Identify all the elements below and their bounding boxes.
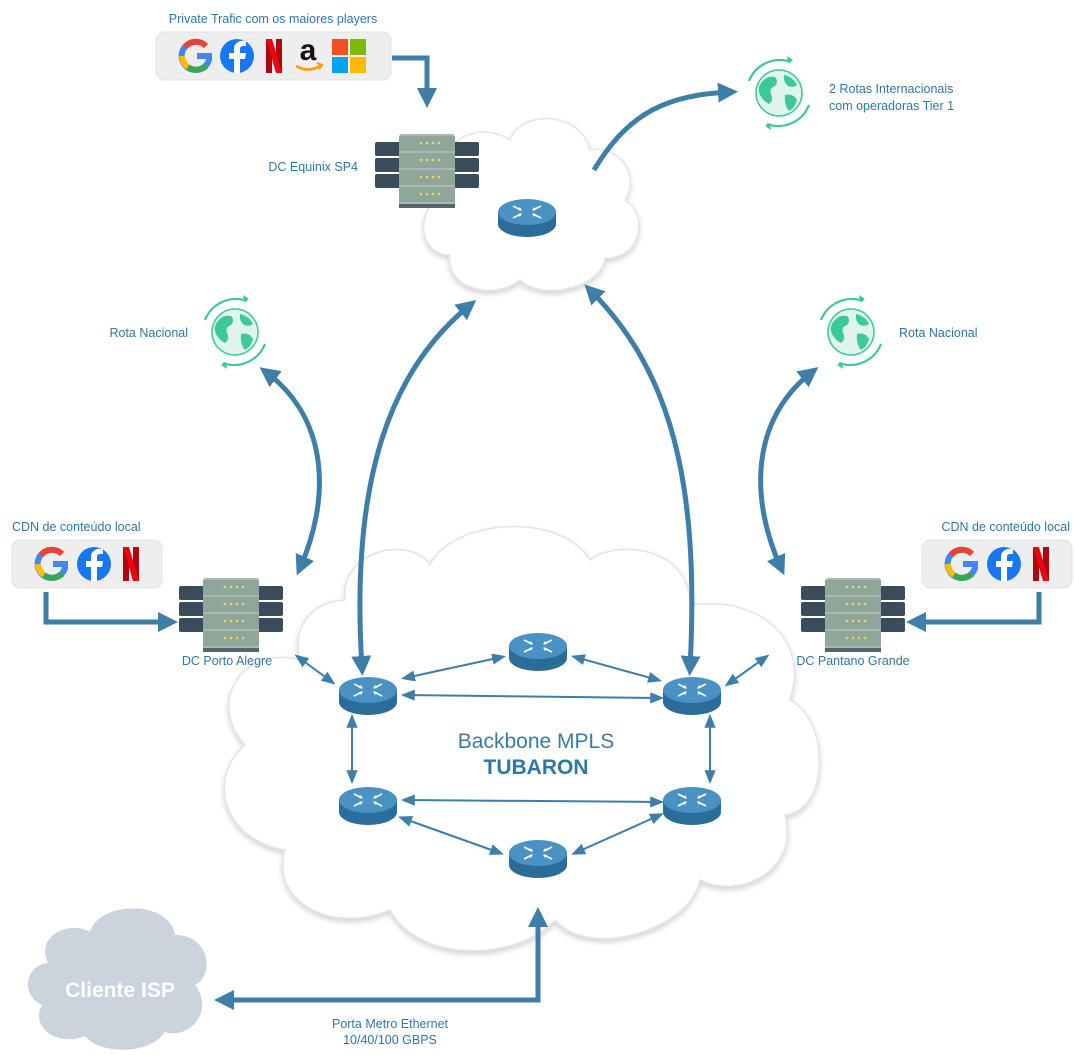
router-backbone-right-upper [662,676,722,716]
private-traffic-label: Private Trafic com os maiores players [169,12,377,26]
cdn-right-label: CDN de conteúdo local [941,520,1070,534]
intl-routes-label-2: com operadoras Tier 1 [829,99,954,113]
router-backbone-top [508,632,568,672]
svg-text:a: a [300,34,317,67]
microsoft-logo [332,39,366,73]
google-logo [944,546,978,581]
facebook-logo [220,39,254,73]
thick-arrows [43,55,1042,1010]
dc-equinix-label: DC Equinix SP4 [268,160,358,174]
router-backbone-left-upper [338,676,398,716]
cliente-cloud [27,908,207,1050]
router-backbone-left-lower [338,786,398,826]
google-logo [178,38,212,73]
server-pantano-grande [801,578,905,652]
dc-pantano-grande-label: DC Pantano Grande [796,654,909,668]
google-logo [34,546,68,581]
server-porto-alegre [179,578,283,652]
facebook-logo [987,547,1021,581]
backbone-title: Backbone MPLS [458,730,614,753]
netflix-logo [123,547,139,581]
mesh-links [294,653,770,855]
router-backbone-bottom [508,839,568,879]
netflix-logo [1033,547,1049,581]
cliente-isp-label: Cliente ISP [65,979,175,1002]
rota-nacional-right-label: Rota Nacional [899,326,978,340]
backbone-name: TUBARON [484,756,589,779]
intl-routes-label-1: 2 Rotas Internacionais [829,82,953,96]
cdn-left-label: CDN de conteúdo local [12,520,141,534]
porta-metro-label-2: 10/40/100 GBPS [343,1033,437,1047]
amazon-logo: a [295,34,324,71]
globe-icon [743,54,815,132]
porta-metro-label-1: Porta Metro Ethernet [332,1017,449,1031]
dc-porto-alegre-label: DC Porto Alegre [182,654,272,668]
rota-nacional-left-label: Rota Nacional [109,326,188,340]
router-backbone-right-lower [662,786,722,826]
facebook-logo [77,547,111,581]
globe-icon [199,293,271,371]
router-equinix [497,198,557,238]
globe-icon [815,293,887,371]
netflix-logo [266,39,282,73]
